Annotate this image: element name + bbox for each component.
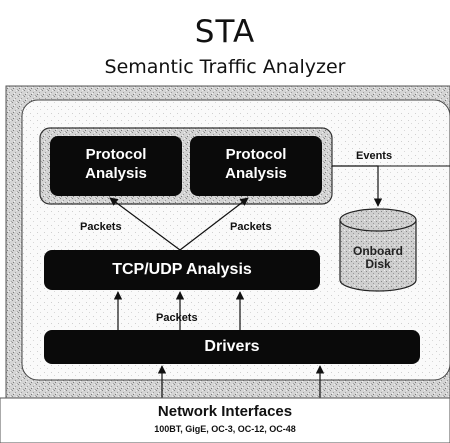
drivers-label: Drivers [204,338,260,355]
onboard-disk [339,208,417,292]
drivers-box [44,330,420,364]
packets-arrow-right [179,197,249,251]
network-interfaces-title: Network Interfaces [157,403,293,420]
protocol-right-line1: Protocol [225,146,287,163]
protocol-analysis-left-label: Protocol Analysis [50,145,182,183]
onboard-disk-label: Onboard Disk [340,245,416,271]
protocol-analysis-right-box [190,136,322,196]
diagram-title: STA [194,14,256,50]
tcp-udp-box [44,250,320,290]
packets-right-label: Packets [230,221,272,233]
protocol-analysis-right-label: Protocol Analysis [190,145,322,183]
disk-line2: Disk [365,257,391,271]
network-interfaces-list: 100BT, GigE, OC-3, OC-12, OC-48 [154,424,296,434]
protocol-right-line2: Analysis [225,165,287,182]
disk-line1: Onboard [353,244,403,258]
protocol-left-line2: Analysis [85,165,147,182]
packets-left-label: Packets [80,221,122,233]
protocol-analysis-left-box [50,136,182,196]
packets-arrow-left [109,197,181,251]
packets-bottom-label: Packets [156,312,198,324]
network-interfaces-strip [0,397,450,443]
protocol-left-line1: Protocol [85,146,147,163]
tcp-udp-label: TCP/UDP Analysis [112,261,252,278]
diagram-subtitle: Semantic Traffic Analyzer [104,56,346,78]
events-label: Events [356,150,393,162]
